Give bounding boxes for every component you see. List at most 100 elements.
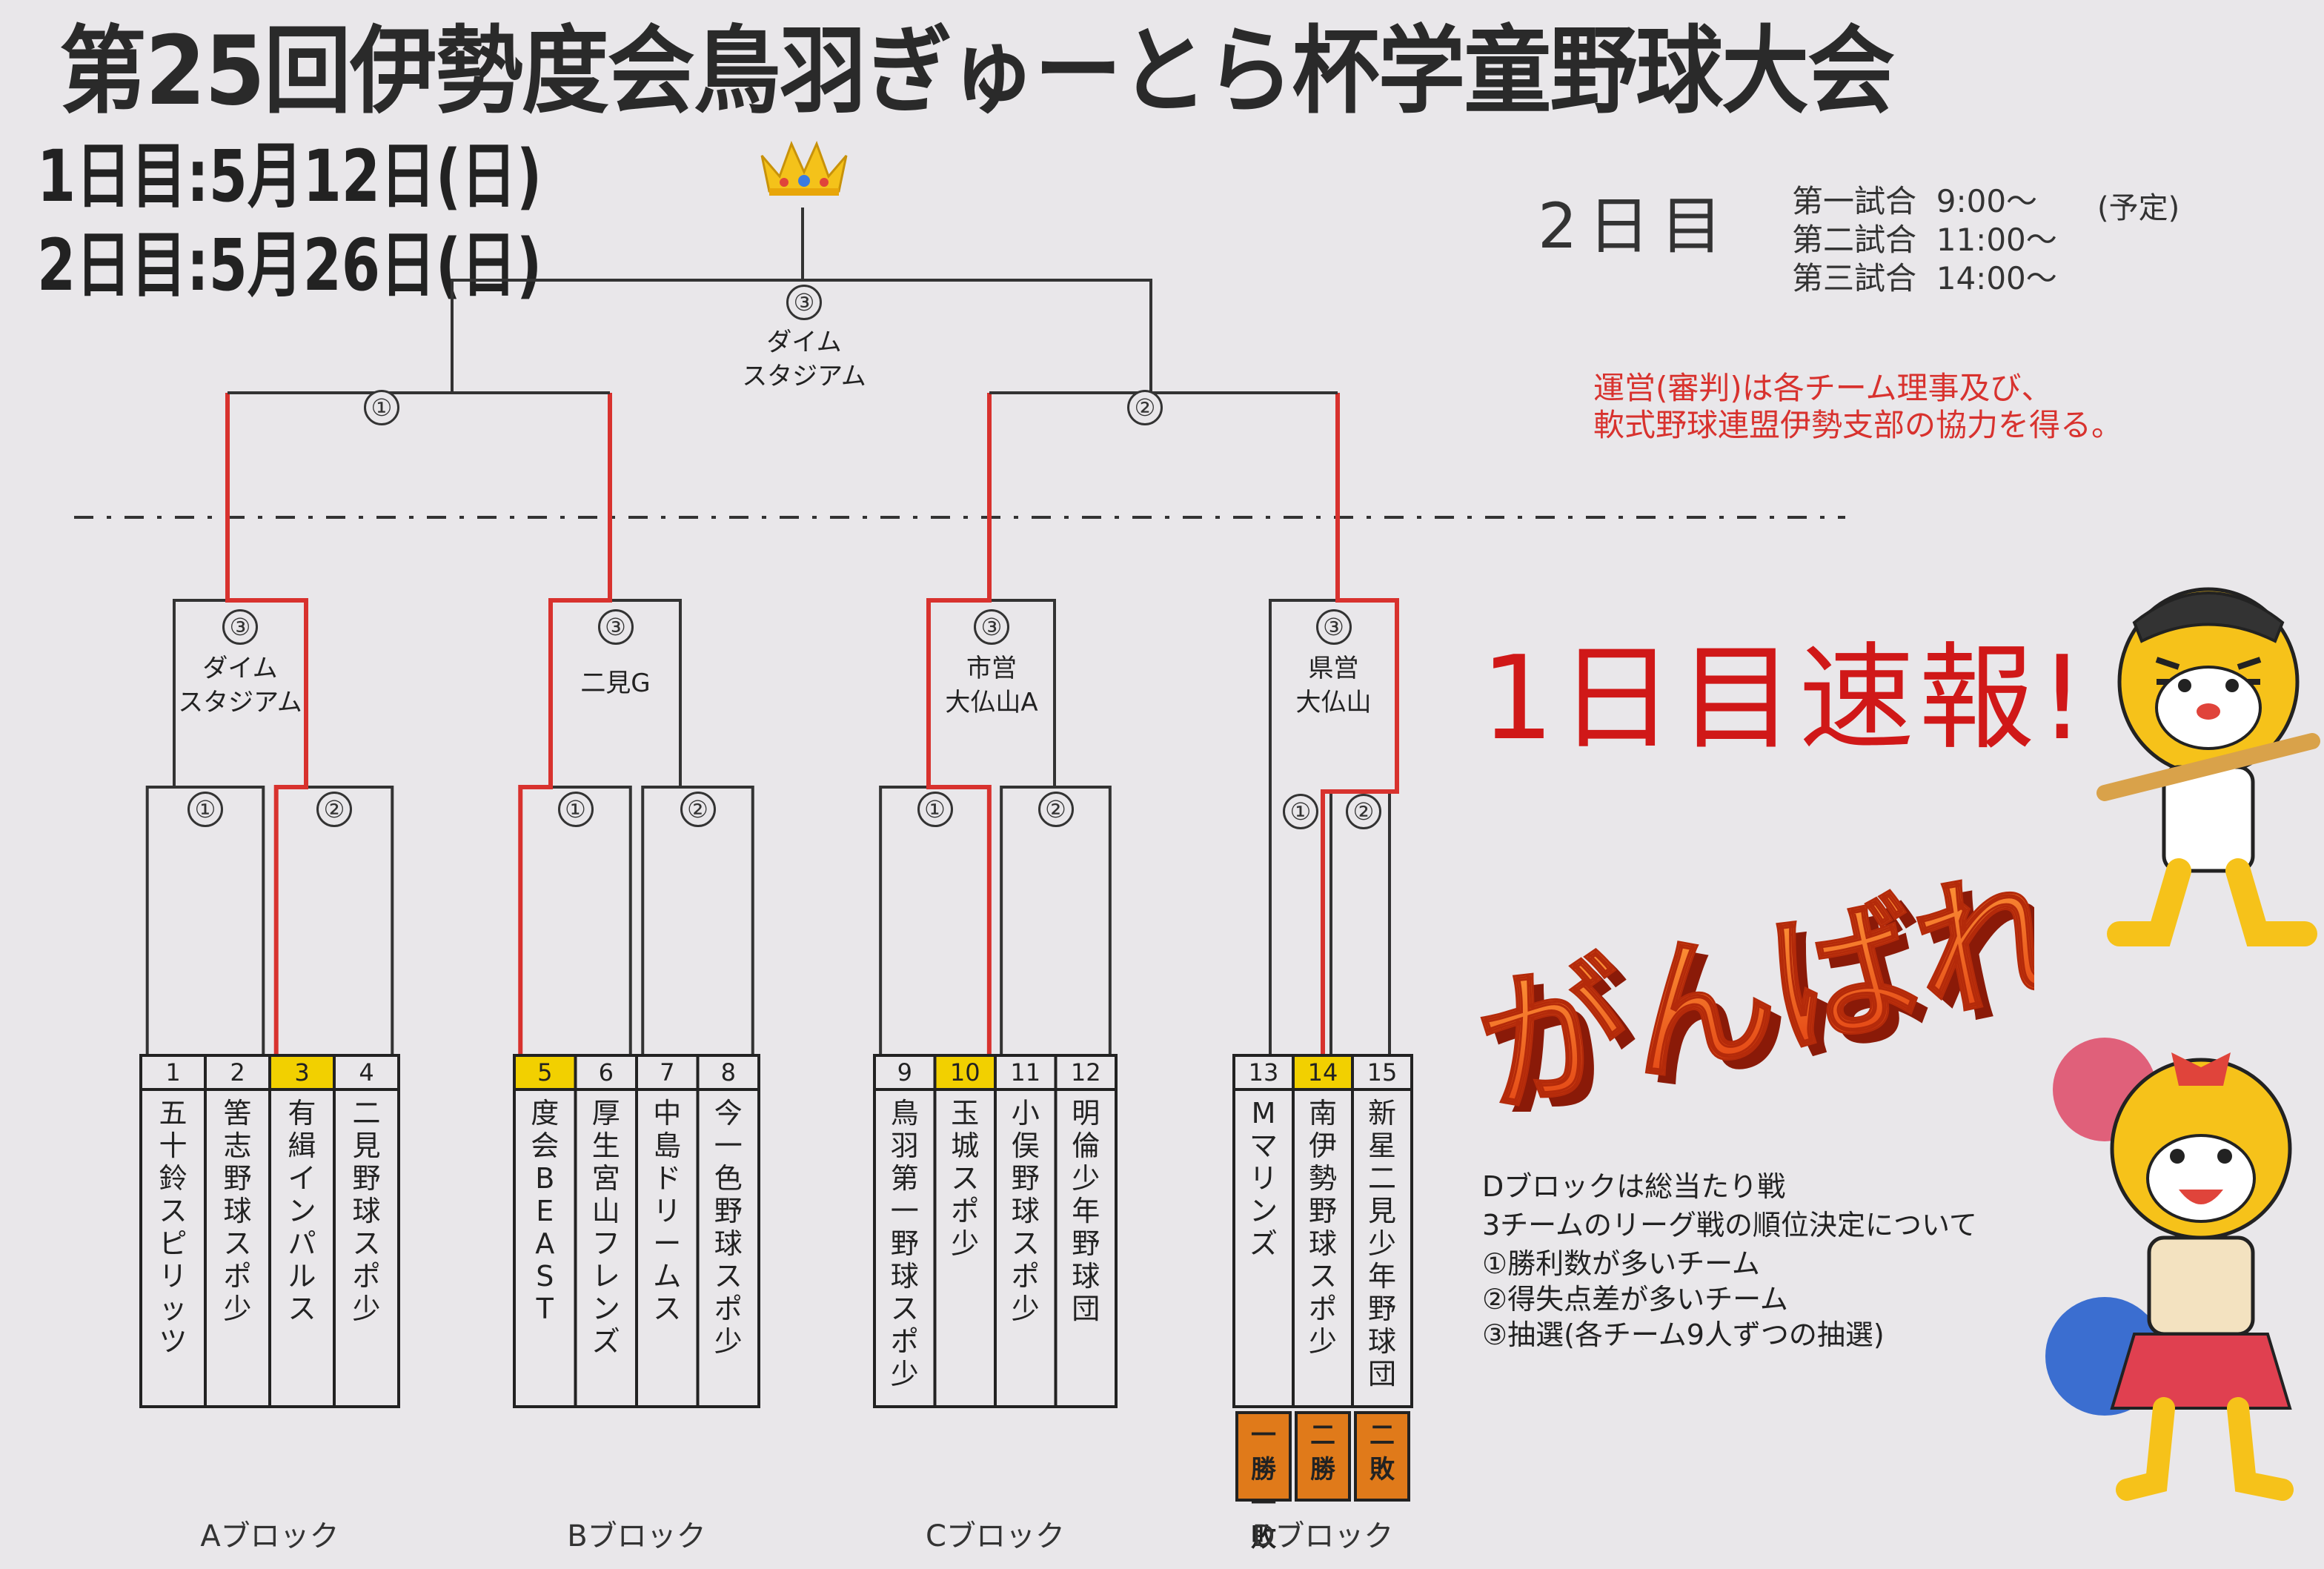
crown-icon bbox=[760, 141, 848, 196]
date-day2: 2日目:5月26日(日) bbox=[37, 224, 542, 307]
block-2-label: Bブロック bbox=[567, 1519, 706, 1553]
block-3-label: Cブロック bbox=[926, 1519, 1065, 1553]
d-note-line-4: ②得失点差が多いチーム bbox=[1482, 1283, 1788, 1316]
d-note-line-1: Dブロックは総当たり戦 bbox=[1482, 1170, 1786, 1203]
block-1-top-match-number: ③ bbox=[222, 609, 258, 645]
team-seed-5: 5 bbox=[537, 1058, 553, 1087]
schedule-tentative: (予定) bbox=[2097, 191, 2180, 225]
team-name-4: 二 見 野 球 ス ポ 少 bbox=[352, 1097, 381, 1325]
block-3-sub-1 bbox=[879, 786, 991, 1055]
team-seed-14: 14 bbox=[1307, 1058, 1338, 1087]
block-4-team-box bbox=[1232, 1054, 1413, 1408]
team-seed-1: 1 bbox=[165, 1058, 181, 1087]
team-seed-3: 3 bbox=[294, 1058, 310, 1087]
cheer-text: がんばれ!! がんばれ!! bbox=[1464, 860, 2034, 1112]
team-record-15: 二 敗 bbox=[1370, 1421, 1395, 1485]
block-2-win-path-sub-1 bbox=[518, 749, 553, 1055]
final-match-number: ③ bbox=[786, 285, 822, 320]
team-name-12: 明 倫 少 年 野 球 団 bbox=[1072, 1097, 1100, 1325]
block-1-sub-1 bbox=[145, 786, 265, 1055]
semi-2-match-number: ② bbox=[1127, 390, 1163, 425]
schedule-game-1: 第一試合 9:00〜 bbox=[1792, 183, 2038, 219]
tiger-batter-mascot bbox=[2096, 587, 2320, 946]
block-1-win-path-top bbox=[225, 393, 308, 787]
team-name-3: 有 緝 イ ン パ ル ス bbox=[288, 1097, 316, 1325]
d-note-line-2: 3チームのリーグ戦の順位決定について bbox=[1482, 1209, 1977, 1241]
block-2-venue-line-1: 二見G bbox=[580, 669, 651, 698]
block-4-top-match-number: ③ bbox=[1315, 609, 1352, 645]
team-record-13: 一 勝 一 敗 bbox=[1251, 1421, 1276, 1553]
officials-note-line-2: 軟式野球連盟伊勢支部の協力を得る。 bbox=[1593, 407, 2123, 443]
team-name-8: 今 一 色 野 球 ス ポ 少 bbox=[714, 1097, 743, 1358]
block-3-sub-1-match-number: ① bbox=[917, 792, 953, 827]
block-3-venue-line-2: 大仏山A bbox=[945, 688, 1038, 717]
officials-note-line-1: 運営(審判)は各チーム理事及び、 bbox=[1593, 370, 2053, 406]
team-name-10: 玉 城 ス ポ 少 bbox=[951, 1097, 980, 1260]
block-2-sub-2 bbox=[641, 786, 754, 1055]
team-name-11: 小 俣 野 球 ス ポ 少 bbox=[1011, 1097, 1040, 1325]
block-2-sub-2-match-number: ② bbox=[680, 792, 716, 827]
schedule-game-2: 第二試合 11:00〜 bbox=[1792, 222, 2057, 258]
block-3-venue-line-1: 市営 bbox=[966, 654, 1017, 683]
block-3-top-match-number: ③ bbox=[974, 609, 1009, 645]
block-3-sub-2-match-number: ② bbox=[1038, 792, 1074, 827]
block-3-sub-2 bbox=[1000, 786, 1112, 1055]
block-1-seed-highlight bbox=[271, 1057, 333, 1088]
block-1-label: Aブロック bbox=[200, 1519, 339, 1553]
block-1-sub-2 bbox=[274, 786, 394, 1055]
block-3-seed-highlight bbox=[936, 1057, 994, 1088]
team-seed-6: 6 bbox=[598, 1058, 614, 1087]
team-name-5: 度 会 B E A S T bbox=[531, 1097, 560, 1325]
team-name-7: 中 島 ド リ ー ム ス bbox=[653, 1097, 682, 1325]
team-seed-15: 15 bbox=[1367, 1058, 1398, 1087]
team-seed-10: 10 bbox=[949, 1058, 980, 1087]
team-seed-4: 4 bbox=[359, 1058, 374, 1087]
team-seed-8: 8 bbox=[720, 1058, 736, 1087]
block-4-label: Dブロック bbox=[1252, 1519, 1394, 1553]
block-1-win-path-sub-2 bbox=[273, 749, 308, 1055]
team-record-box-13 bbox=[1235, 1411, 1292, 1502]
block-3-win-path-top bbox=[926, 393, 992, 787]
block-4-venue-line-1: 県営 bbox=[1308, 654, 1359, 683]
team-seed-11: 11 bbox=[1010, 1058, 1041, 1087]
team-seed-13: 13 bbox=[1248, 1058, 1279, 1087]
team-seed-7: 7 bbox=[660, 1058, 675, 1087]
team-name-9: 鳥 羽 第 一 野 球 ス ポ 少 bbox=[890, 1097, 919, 1390]
block-2-seed-highlight bbox=[516, 1057, 574, 1088]
block-1-sub-2-match-number: ② bbox=[316, 792, 352, 827]
block-1-sub-1-match-number: ① bbox=[187, 792, 223, 827]
block-1-venue-line-1: ダイム bbox=[202, 654, 278, 683]
team-name-2: 筈 志 野 球 ス ポ 少 bbox=[223, 1097, 252, 1325]
team-seed-2: 2 bbox=[230, 1058, 245, 1087]
d-note-line-5: ③抽選(各チーム9人ずつの抽選) bbox=[1482, 1318, 1885, 1351]
d-note-line-3: ①勝利数が多いチーム bbox=[1482, 1247, 1760, 1280]
block-4-seed-highlight bbox=[1295, 1057, 1351, 1088]
team-name-15: 新 星 二 見 少 年 野 球 団 bbox=[1367, 1097, 1396, 1390]
team-record-box-14 bbox=[1295, 1411, 1351, 1502]
block-4-sub-1-match-number: ① bbox=[1283, 794, 1318, 829]
block-4-venue-line-2: 大仏山 bbox=[1295, 688, 1372, 717]
team-name-14: 南 伊 勢 野 球 ス ポ 少 bbox=[1308, 1097, 1337, 1358]
team-seed-9: 9 bbox=[897, 1058, 912, 1087]
block-2-sub-1-match-number: ① bbox=[557, 792, 594, 827]
team-seed-12: 12 bbox=[1070, 1058, 1101, 1087]
block-4-sub-2-match-number: ② bbox=[1346, 794, 1381, 829]
semi-1-match-number: ① bbox=[364, 390, 399, 425]
block-2-top-match-number: ③ bbox=[597, 609, 634, 645]
block-1-venue-line-2: スタジアム bbox=[178, 688, 302, 717]
block-2-sub-1 bbox=[519, 786, 632, 1055]
date-day1: 1日目:5月12日(日) bbox=[37, 135, 542, 218]
day2-label: 2日目 bbox=[1538, 190, 1733, 262]
tiger-cheerleader-mascot bbox=[2045, 1038, 2294, 1501]
team-name-1: 五 十 鈴 ス ピ リ ッ ツ bbox=[159, 1097, 187, 1358]
team-record-box-15 bbox=[1354, 1411, 1410, 1502]
final-venue-line-2: スタジアム bbox=[742, 362, 866, 391]
team-name-13: M マ リ ン ズ bbox=[1249, 1097, 1278, 1260]
schedule-game-3: 第三試合 14:00〜 bbox=[1792, 260, 2057, 296]
block-2-win-path-top bbox=[548, 393, 612, 787]
final-bracket bbox=[451, 279, 1152, 399]
final-venue-line-1: ダイム bbox=[766, 328, 842, 357]
team-record-14: 二 勝 bbox=[1310, 1421, 1335, 1485]
